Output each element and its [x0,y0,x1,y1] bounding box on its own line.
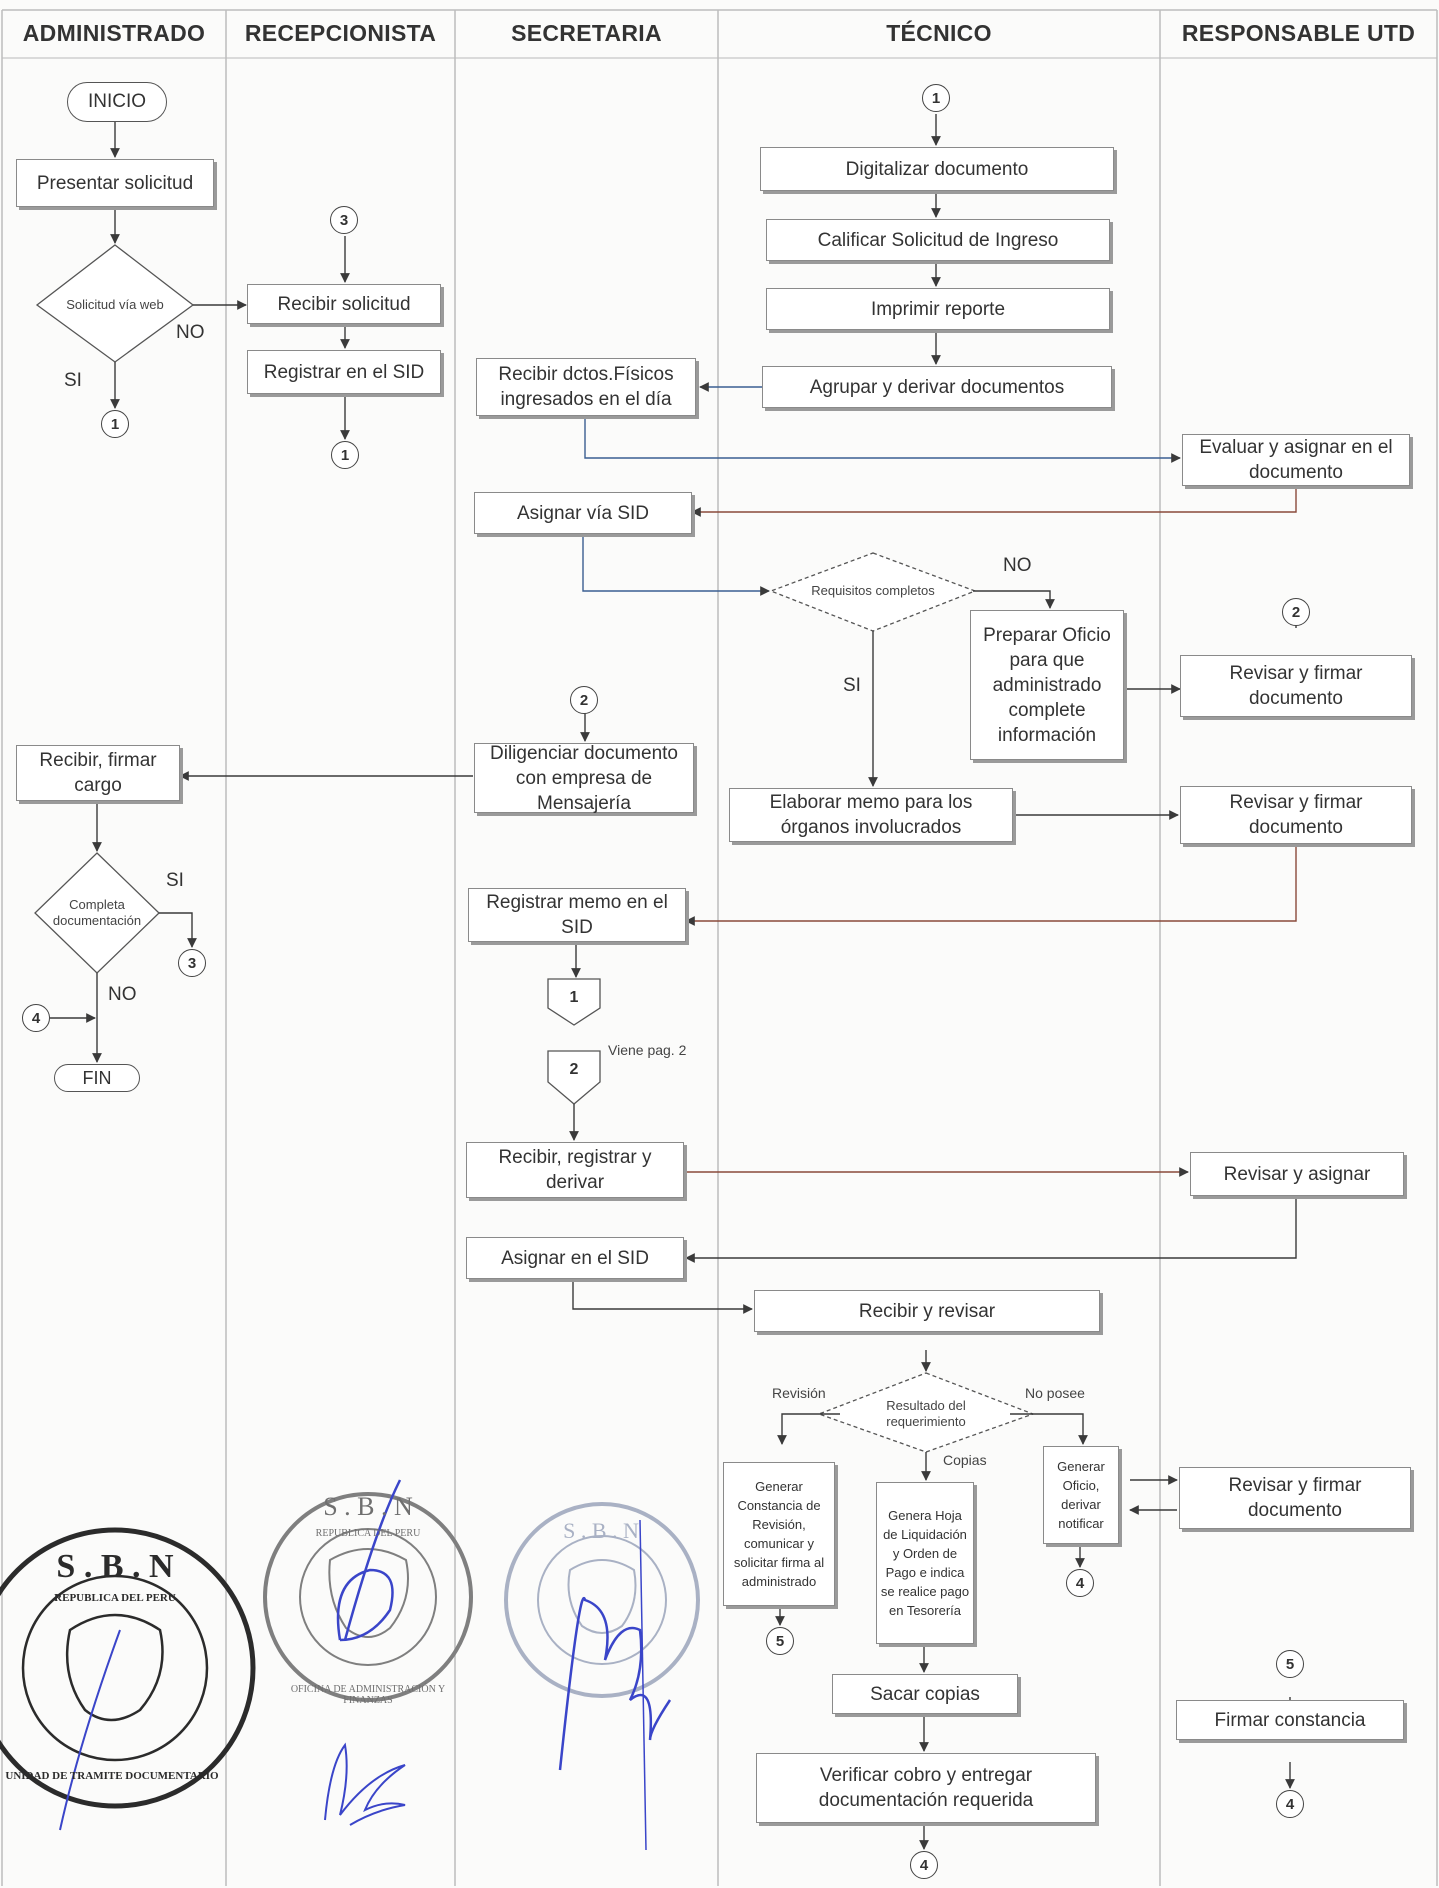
step-generar-constancia: Generar Constancia de Revisión, comunica… [723,1462,835,1606]
label-si-requisitos: SI [843,675,861,696]
step-verificar-cobro: Verificar cobro y entregar documentación… [756,1753,1096,1823]
step-revisar-firmar-3: Revisar y firmar documento [1179,1467,1411,1529]
step-digitalizar-documento: Digitalizar documento [760,147,1114,191]
decision-completa-label: Completa documentación [52,897,142,928]
decision-resultado-label: Resultado del requerimiento [886,1398,966,1429]
offpage-connector-1: 1 [569,989,579,1006]
step-calificar-solicitud: Calificar Solicitud de Ingreso [766,219,1110,261]
connector-3-recepcion: 3 [330,206,358,234]
step-asignar-via-sid: Asignar vía SID [474,492,692,534]
connector-4-admin: 4 [22,1004,50,1032]
lane-responsable-utd: RESPONSABLE UTD [1181,19,1416,46]
step-generar-oficio: Generar Oficio, derivar notificar [1043,1446,1119,1544]
step-sacar-copias: Sacar copias [832,1674,1018,1714]
admin-stamp [0,1527,256,1831]
lane-tecnico: TÉCNICO [886,19,992,46]
step-evaluar-asignar: Evaluar y asignar en el documento [1182,434,1410,486]
step-presentar-solicitud: Presentar solicitud [16,159,214,207]
end-terminal: FIN [54,1064,140,1092]
connector-5-tecnico: 5 [766,1627,794,1655]
lane-recepcionista: RECEPCIONISTA [244,19,437,46]
connector-5-utd: 5 [1276,1650,1304,1678]
connector-1-tecnico: 1 [922,84,950,112]
label-si-web: SI [64,370,82,391]
recepcionista-stamp-ring: OFICINA DE ADMINISTRACIÓN Y FINANZAS [290,1684,446,1706]
secretaria-stamp-letters: S . B . N [563,1518,639,1543]
step-registrar-sid: Registrar en el SID [247,350,441,394]
admin-stamp-inner: REPUBLICA DEL PERU [54,1592,176,1604]
connector-1-recepcion: 1 [331,441,359,469]
recepcionista-stamp-inner: REPUBLICA DEL PERU [315,1528,421,1539]
recepcionista-stamp-letters: S . B . N [323,1492,413,1521]
connector-4-utd: 4 [1276,1790,1304,1818]
admin-stamp-letters: S . B . N [56,1548,174,1585]
recepcionista-stamp [263,1479,473,1826]
step-revisar-asignar: Revisar y asignar [1190,1152,1404,1196]
secretaria-stamp [504,1502,700,1851]
step-genera-hoja-liquidacion: Genera Hoja de Liquidación y Orden de Pa… [876,1482,974,1644]
lane-administrado: ADMINISTRADO [22,19,206,46]
decision-requisitos-label: Requisitos completos [811,583,935,598]
connector-2-secretaria: 2 [570,686,598,714]
step-elaborar-memo: Elaborar memo para los órganos involucra… [729,788,1013,842]
connector-4-tecnico-final: 4 [910,1851,938,1879]
start-terminal: INICIO [67,82,167,122]
step-registrar-memo-sid: Registrar memo en el SID [468,888,686,942]
step-recibir-y-revisar: Recibir y revisar [754,1290,1100,1332]
label-no-requisitos: NO [1003,555,1032,576]
label-no-completa: NO [108,984,137,1005]
step-recibir-registrar-derivar: Recibir, registrar y derivar [466,1142,684,1198]
step-imprimir-reporte: Imprimir reporte [766,288,1110,330]
connector-4-tecnico-oficio: 4 [1066,1569,1094,1597]
connector-3-admin: 3 [178,949,206,977]
step-recibir-dctos-fisicos: Recibir dctos.Físicos ingresados en el d… [476,358,696,416]
step-asignar-en-el-sid: Asignar en el SID [466,1237,684,1279]
label-no-posee: No posee [1025,1385,1085,1401]
step-recibir-solicitud: Recibir solicitud [247,284,441,324]
label-copias: Copias [943,1452,987,1468]
label-revision: Revisión [772,1385,826,1401]
step-diligenciar-documento: Diligenciar documento con empresa de Men… [474,743,694,814]
decision-resultado [817,1372,1035,1453]
decision-web-label: Solicitud vía web [66,297,164,312]
step-recibir-firmar-cargo: Recibir, firmar cargo [16,745,180,801]
connector-2-utd: 2 [1282,598,1310,626]
step-revisar-firmar-1: Revisar y firmar documento [1180,655,1412,717]
step-revisar-firmar-2: Revisar y firmar documento [1180,786,1412,844]
label-si-completa: SI [166,870,184,891]
label-no-web: NO [176,322,205,343]
offpage-connector-2: 2 [569,1061,579,1078]
admin-stamp-ring: UNIDAD DE TRAMITE DOCUMENTARIO [5,1770,219,1782]
label-viene-pag-2: Viene pag. 2 [608,1042,687,1058]
lane-secretaria: SECRETARIA [511,19,662,46]
step-preparar-oficio: Preparar Oficio para que administrado co… [970,610,1124,760]
step-agrupar-derivar: Agrupar y derivar documentos [762,366,1112,408]
step-firmar-constancia: Firmar constancia [1176,1700,1404,1740]
connector-1-admin: 1 [101,410,129,438]
